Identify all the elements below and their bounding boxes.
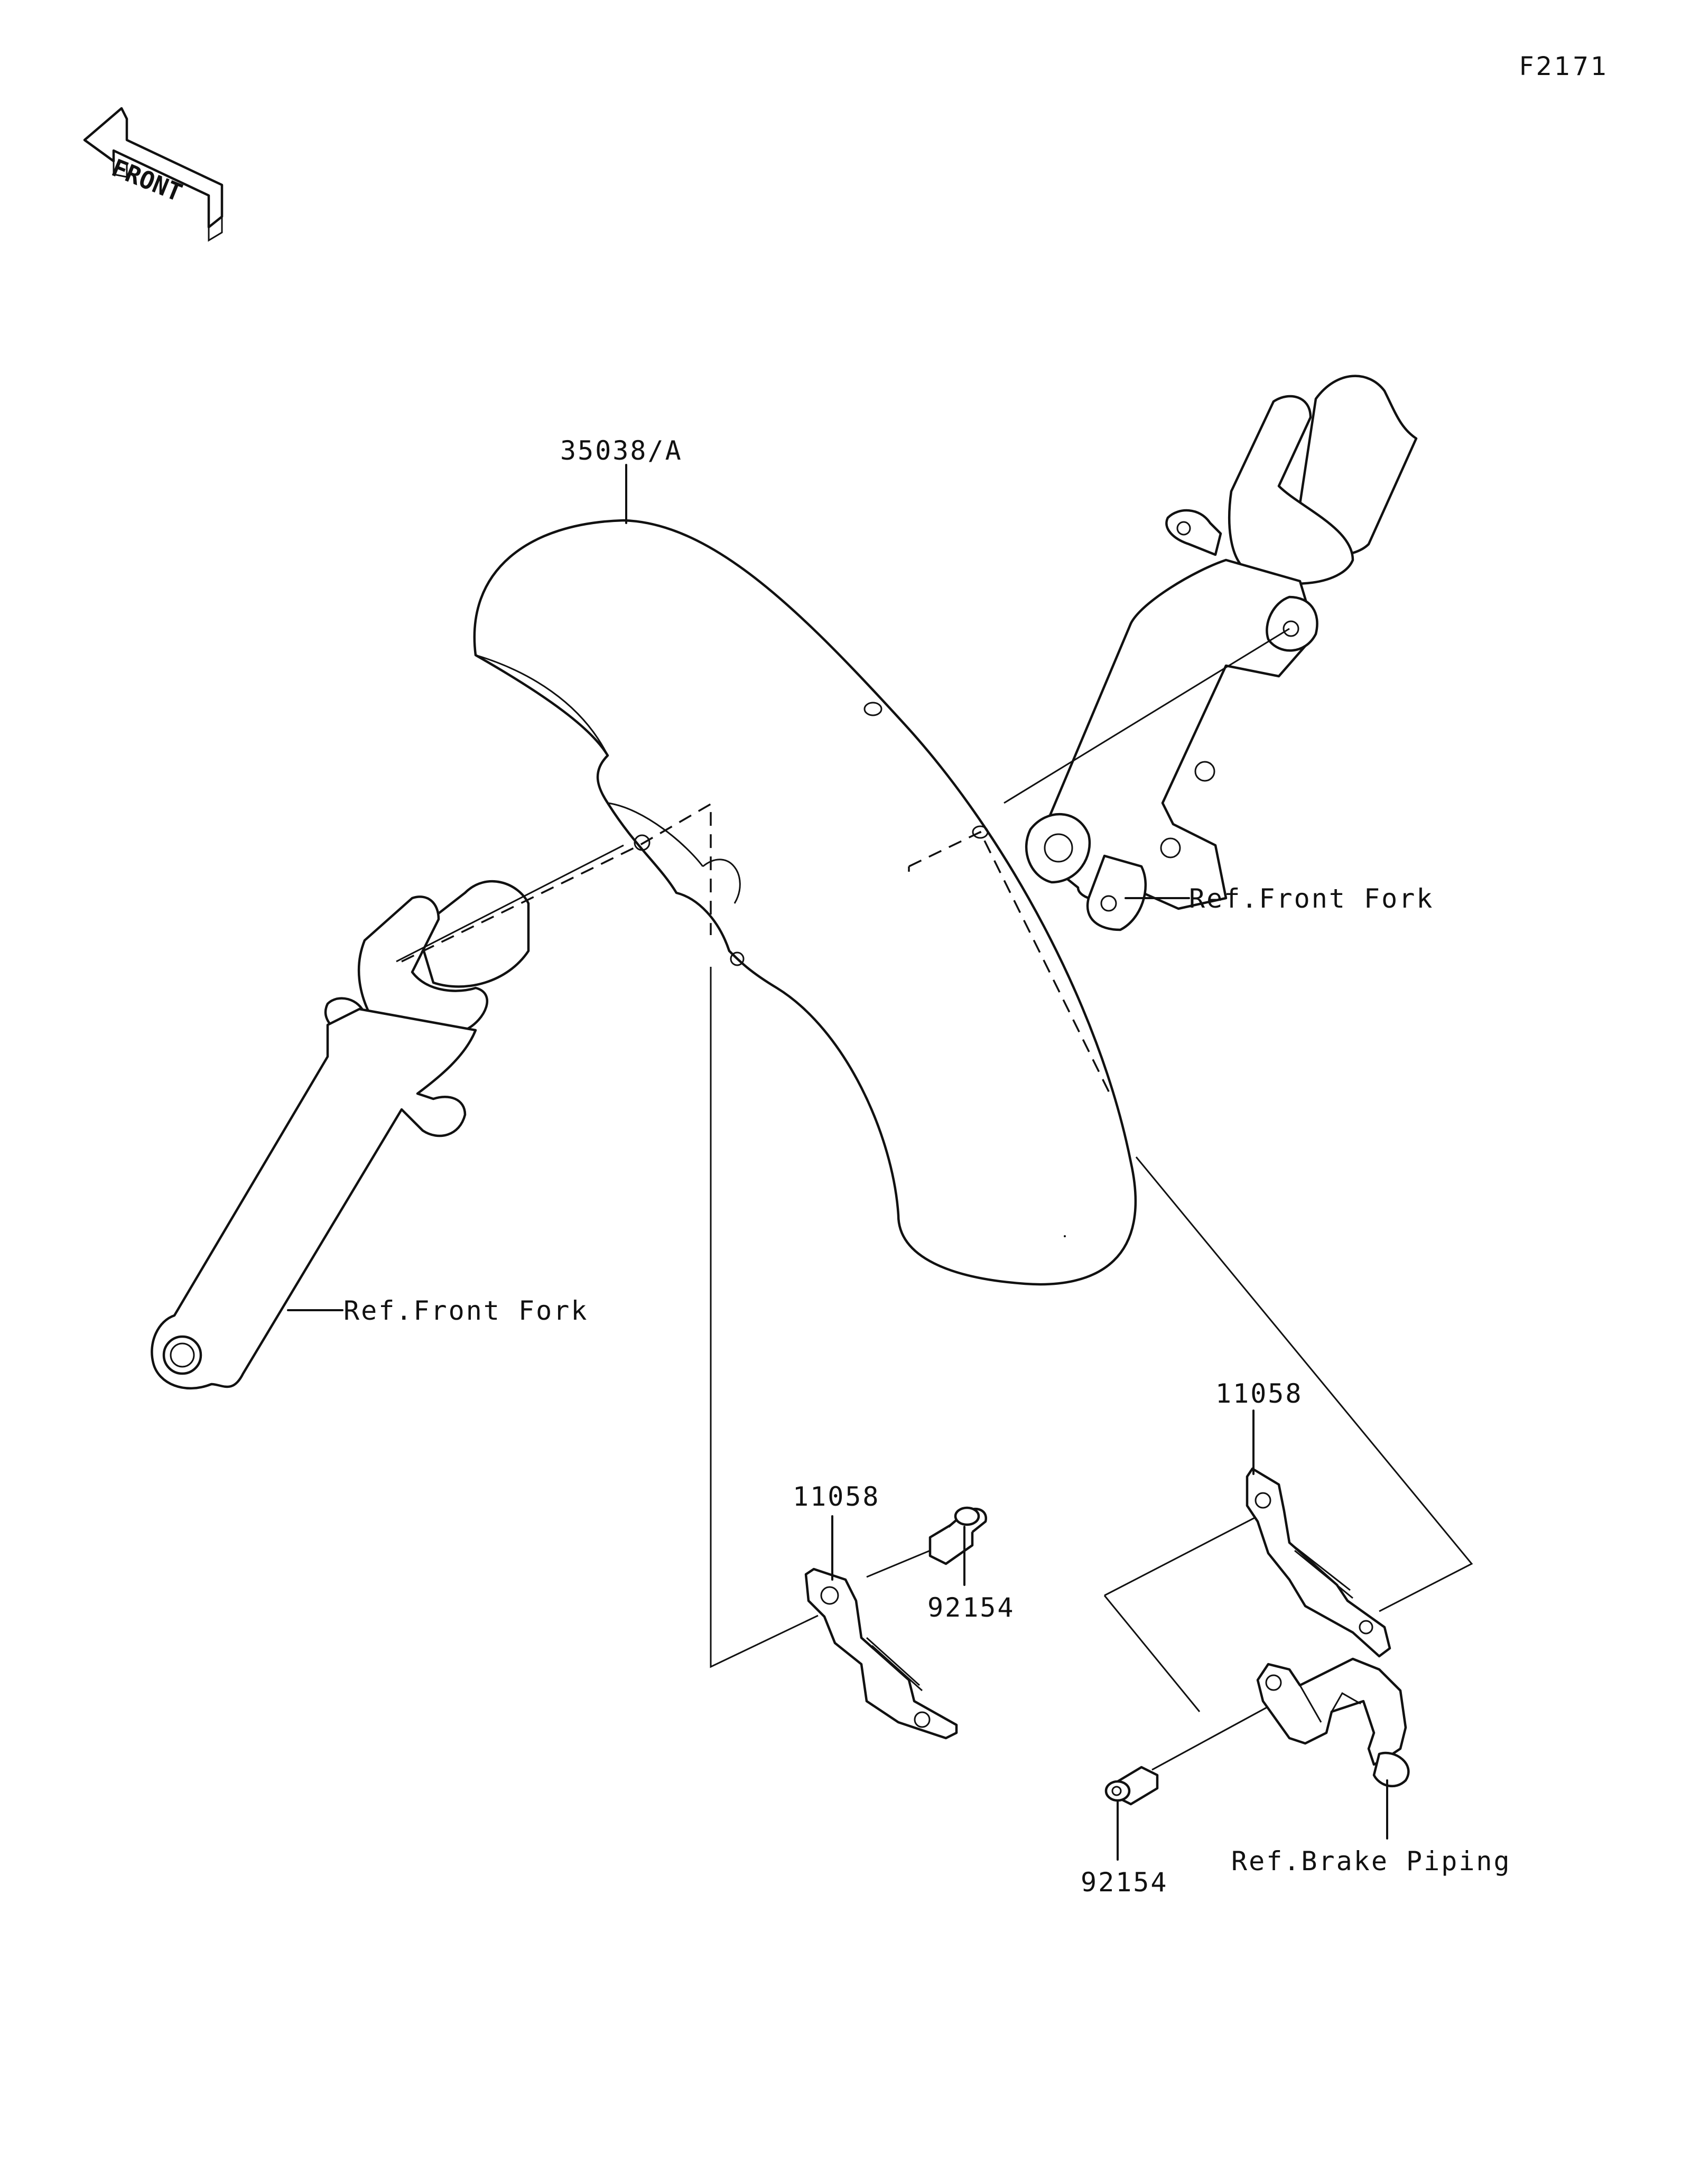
bracket-right bbox=[1246, 1467, 1391, 1658]
bracket-right-callout: 11058 bbox=[1215, 1378, 1303, 1409]
guide-line bbox=[1103, 1595, 1201, 1712]
front-arrow-icon: FRONT bbox=[83, 107, 224, 242]
bolt-right-callout: 92154 bbox=[1081, 1867, 1168, 1898]
front-fender bbox=[473, 519, 1137, 1286]
fork-right-callout: Ref.Front Fork bbox=[1189, 883, 1434, 914]
fender-hole-icon bbox=[634, 834, 651, 851]
fender-hole-icon bbox=[972, 825, 989, 839]
front-fork-right bbox=[1025, 375, 1418, 931]
fender-callout: 35038/A bbox=[560, 435, 683, 466]
brake-piping-callout: Ref.Brake Piping bbox=[1231, 1846, 1511, 1877]
fender-hole-icon bbox=[863, 702, 882, 716]
brake-piping-clamp bbox=[1256, 1657, 1410, 1788]
fender-hole-icon bbox=[730, 951, 745, 966]
fork-left-callout: Ref.Front Fork bbox=[343, 1295, 588, 1326]
bolt-right-icon bbox=[1104, 1766, 1159, 1806]
bracket-left bbox=[804, 1567, 958, 1740]
guide-dashed bbox=[908, 830, 1113, 1099]
figure-code: F2171 bbox=[1519, 52, 1609, 81]
bolt-left-icon bbox=[928, 1506, 988, 1565]
guide-line bbox=[1135, 1156, 1473, 1612]
bolt-left-callout: 92154 bbox=[927, 1592, 1015, 1623]
guide-line bbox=[1104, 1515, 1258, 1597]
bracket-left-callout: 11058 bbox=[793, 1481, 880, 1512]
guide-line bbox=[1004, 628, 1290, 804]
guide-line bbox=[1151, 1703, 1274, 1771]
guide-line bbox=[710, 967, 819, 1668]
guide-dashed bbox=[401, 802, 712, 963]
guide-line bbox=[396, 844, 624, 963]
guide-line bbox=[866, 1550, 931, 1578]
